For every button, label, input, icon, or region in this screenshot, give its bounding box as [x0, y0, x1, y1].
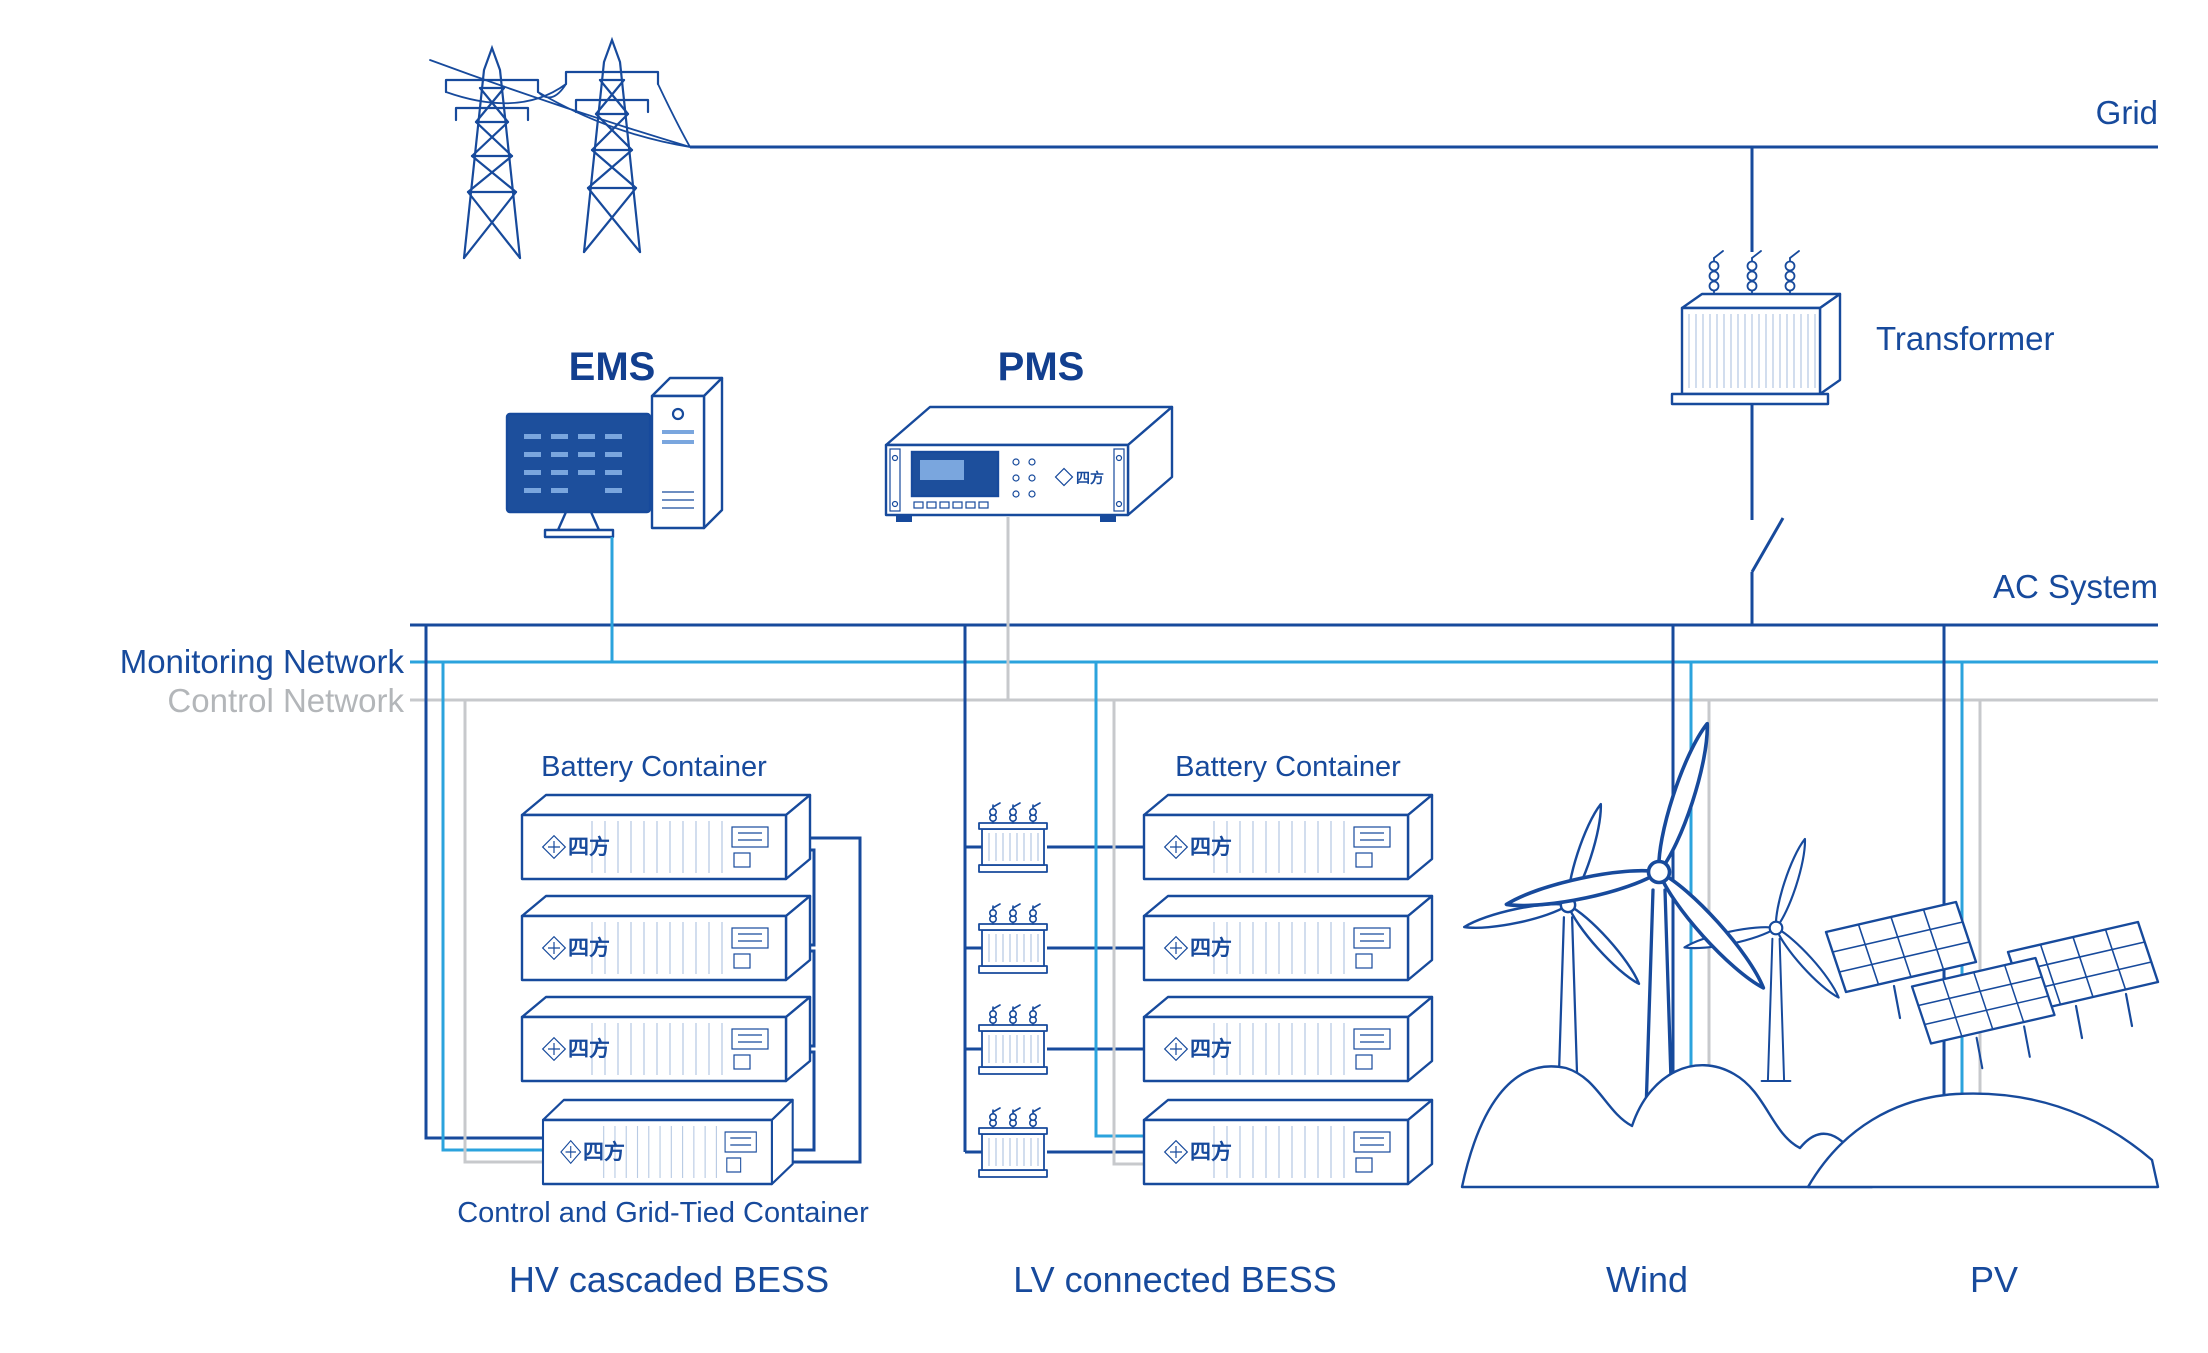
- transmission-towers-icon: [429, 36, 691, 260]
- brand-logo-text: 四方: [1190, 835, 1232, 859]
- transformer-feeder-line: [1750, 147, 1785, 625]
- pv-title: PV: [1970, 1259, 2018, 1300]
- pv-ground: [1806, 1092, 2160, 1189]
- control-network-label: Control Network: [167, 682, 404, 719]
- brand-logo-text: 四方: [1190, 936, 1232, 960]
- hv-bess-feeders: [424, 625, 543, 1164]
- brand-logo-text: 四方: [568, 1037, 610, 1061]
- brand-logo-text: 四方: [583, 1140, 625, 1164]
- wind-turbine-right: [1683, 837, 1843, 1081]
- lv-battery-container-4: [1142, 1098, 1434, 1186]
- hills: [1460, 1064, 1874, 1189]
- disconnect-switch: [1750, 517, 1785, 573]
- pv-array-icon: [1806, 900, 2160, 1189]
- brand-logo-text: 四方: [568, 835, 610, 859]
- ems-title: EMS: [569, 345, 656, 389]
- hv-battery-container-2: [520, 894, 812, 982]
- ac-system-label: AC System: [1993, 568, 2158, 605]
- ems-icon: [505, 376, 724, 539]
- lv-bess-feeders: [963, 625, 1144, 1166]
- grid-label: Grid: [2096, 94, 2158, 131]
- hv-battery-container-1: [520, 793, 812, 881]
- wind-turbine-left: [1463, 802, 1644, 1078]
- pms-title: PMS: [998, 345, 1085, 389]
- lv-transformer-4: [978, 1107, 1048, 1178]
- ems-screen-rows: [524, 434, 622, 493]
- wind-title: Wind: [1606, 1259, 1688, 1300]
- hv-bess-title: HV cascaded BESS: [509, 1259, 829, 1300]
- transformer-label: Transformer: [1876, 320, 2054, 357]
- lv-battery-container-2: [1142, 894, 1434, 982]
- lv-transformer-3: [978, 1004, 1048, 1075]
- hv-control-container-label: Control and Grid-Tied Container: [457, 1197, 869, 1229]
- wind-farm-icon: [1460, 721, 1874, 1189]
- pms-icon: [884, 405, 1174, 522]
- hv-battery-container-3: [520, 995, 812, 1083]
- brand-logo-text: 四方: [1190, 1037, 1232, 1061]
- lv-battery-container-1: [1142, 793, 1434, 881]
- lv-battery-container-label: Battery Container: [1175, 751, 1401, 783]
- brand-logo-text: 四方: [1190, 1140, 1232, 1164]
- lv-battery-container-3: [1142, 995, 1434, 1083]
- lv-transformer-2: [978, 903, 1048, 974]
- pms-brand-logo-text: 四方: [1076, 470, 1104, 486]
- brand-logo-text: 四方: [568, 936, 610, 960]
- lv-bess-title: LV connected BESS: [1013, 1259, 1337, 1300]
- solar-panel-center: [1910, 956, 2056, 1070]
- hv-control-container: [541, 1098, 794, 1186]
- hv-battery-container-label: Battery Container: [541, 751, 767, 783]
- transformer-icon: [1670, 250, 1842, 406]
- lv-transformer-1: [978, 802, 1048, 873]
- monitoring-network-label: Monitoring Network: [120, 643, 405, 680]
